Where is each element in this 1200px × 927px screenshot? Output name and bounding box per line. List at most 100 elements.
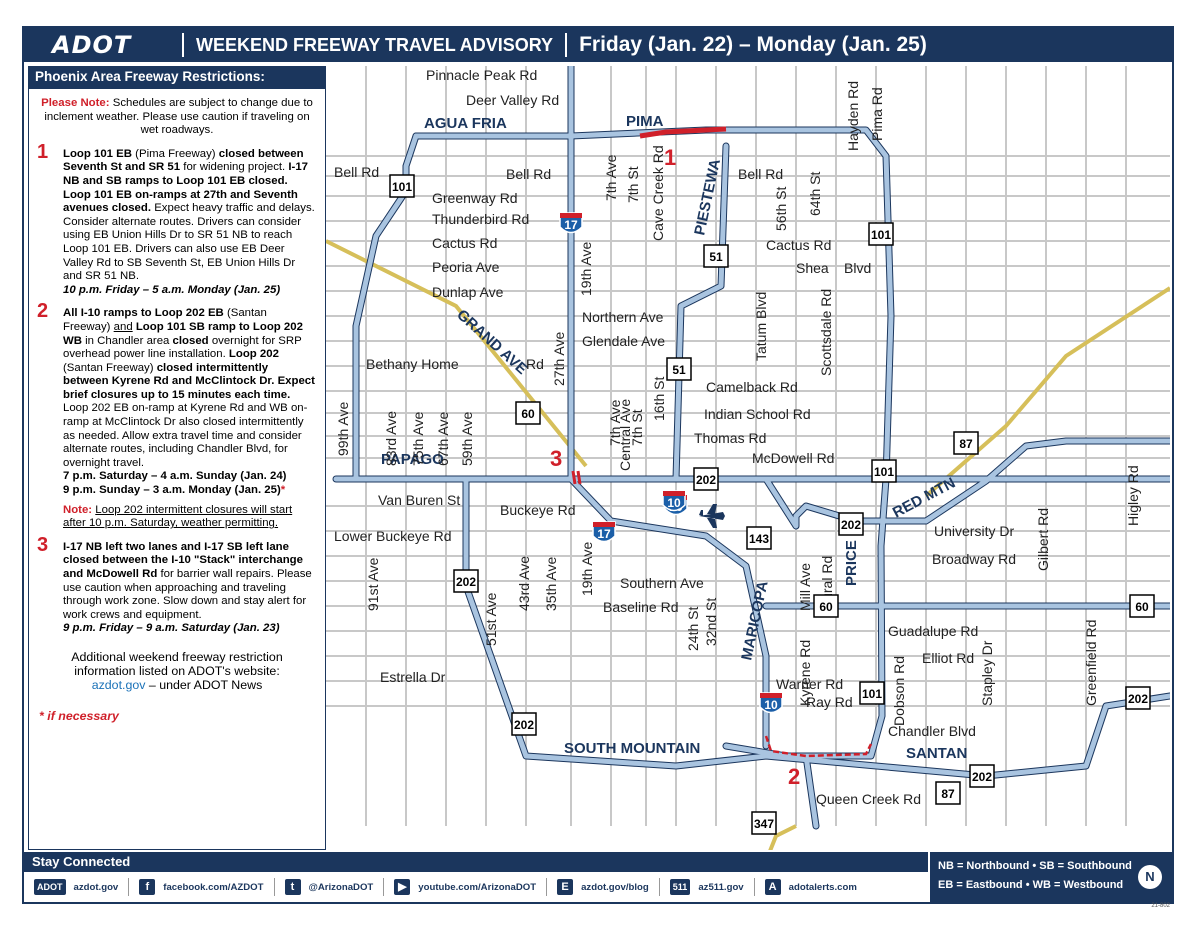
street-label: Cactus Rd xyxy=(432,235,497,251)
stay-connected-bar: Stay Connected xyxy=(24,852,928,872)
street-label: Tatum Blvd xyxy=(753,292,769,361)
item-number: 3 xyxy=(37,533,49,556)
schedule-note: Please Note: Schedules are subject to ch… xyxy=(41,97,313,137)
street-label: 99th Ave xyxy=(335,402,351,456)
header-separator xyxy=(182,33,184,57)
route-shield-icon: 60 xyxy=(813,594,839,618)
street-label: 16th St xyxy=(651,377,667,421)
item-number: 1 xyxy=(37,140,49,163)
street-label: Mill Ave xyxy=(797,563,813,611)
route-shield-icon: 202 xyxy=(1125,686,1151,710)
advisory-dates: Friday (Jan. 22) – Monday (Jan. 25) xyxy=(579,33,927,56)
street-label: Northern Ave xyxy=(582,309,664,325)
svg-text:60: 60 xyxy=(521,407,535,421)
street-label: University Dr xyxy=(934,523,1014,539)
route-shield-icon: 87 xyxy=(953,431,979,455)
route-shield-icon: 143 xyxy=(746,526,772,550)
route-shield-icon: 202 xyxy=(969,764,995,788)
freeway-label: PIMA xyxy=(626,113,664,130)
route-shield-icon: 202 xyxy=(511,712,537,736)
street-label: Van Buren St xyxy=(378,492,460,508)
street-label: Kyrene Rd xyxy=(797,640,813,706)
street-grid xyxy=(326,66,1170,826)
street-label: Baseline Rd xyxy=(603,599,679,615)
svg-text:87: 87 xyxy=(941,787,955,801)
freeway-label: SOUTH MOUNTAIN xyxy=(564,740,700,757)
street-label: Pima Rd xyxy=(869,87,885,141)
route-shield-icon: 101 xyxy=(868,222,894,246)
street-label: Deer Valley Rd xyxy=(466,92,559,108)
svg-text:60: 60 xyxy=(819,600,833,614)
street-label: Lower Buckeye Rd xyxy=(334,528,452,544)
street-label: Ray Rd xyxy=(806,694,853,710)
route-shield-icon: 60 xyxy=(515,401,541,425)
social-icon: ADOT xyxy=(34,879,66,895)
closure-2 xyxy=(764,735,873,758)
route-shield-icon: 51 xyxy=(703,244,729,268)
closure-markers: 123 xyxy=(550,145,800,789)
street-label: 64th St xyxy=(807,172,823,216)
svg-text:101: 101 xyxy=(871,228,891,242)
route-shield-icon: 202 xyxy=(693,467,719,491)
street-label: Glendale Ave xyxy=(582,333,665,349)
social-label: facebook.com/AZDOT xyxy=(163,881,264,893)
street-label: Estrella Dr xyxy=(380,669,446,685)
social-link[interactable]: ▶youtube.com/ArizonaDOT xyxy=(384,878,548,896)
svg-text:101: 101 xyxy=(392,180,412,194)
svg-text:143: 143 xyxy=(749,532,769,546)
social-icon: t xyxy=(284,879,301,895)
freeway-label: SANTAN xyxy=(906,745,967,762)
svg-text:51: 51 xyxy=(709,250,723,264)
social-link[interactable]: t@ArizonaDOT xyxy=(275,878,385,896)
street-label: 32nd St xyxy=(703,598,719,646)
street-label: Pinnacle Peak Rd xyxy=(426,67,537,83)
street-label: 19th Ave xyxy=(579,542,595,596)
restriction-item-3: 3 I-17 NB left two lanes and I-17 SB lef… xyxy=(29,533,325,636)
route-shield-icon: 17 xyxy=(592,521,616,543)
street-label: Cave Creek Rd xyxy=(650,145,666,241)
social-icon: ▶ xyxy=(394,879,411,895)
street-label: 19th Ave xyxy=(578,242,594,296)
header-separator xyxy=(565,33,568,57)
street-label: Cactus Rd xyxy=(766,237,831,253)
street-label: Bell Rd xyxy=(506,166,551,182)
panel-title: Phoenix Area Freeway Restrictions: xyxy=(29,67,325,89)
svg-text:202: 202 xyxy=(696,473,716,487)
item-time: 10 p.m. Friday – 5 a.m. Monday (Jan. 25) xyxy=(63,283,281,296)
street-label: 7th Ave xyxy=(603,154,619,201)
street-label: Greenfield Rd xyxy=(1083,620,1099,706)
freeway-label: GRAND AVE xyxy=(453,306,530,378)
closure-lines xyxy=(571,126,873,758)
street-label: McDowell Rd xyxy=(752,450,834,466)
svg-text:10: 10 xyxy=(667,496,681,510)
closure-3 xyxy=(571,470,582,485)
social-icon: A xyxy=(764,879,781,895)
street-label: Dunlap Ave xyxy=(432,284,504,300)
street-label: Bethany Home xyxy=(366,356,459,372)
street-label: Rd xyxy=(526,356,544,372)
east-rail xyxy=(924,286,1170,498)
social-link[interactable]: f facebook.com/AZDOT xyxy=(129,878,275,896)
route-shield-icon: 202 xyxy=(838,512,864,536)
advisory-title: WEEKEND FREEWAY TRAVEL ADVISORY xyxy=(196,34,554,55)
header-bar: ADOT WEEKEND FREEWAY TRAVEL ADVISORY Fri… xyxy=(24,28,1172,62)
street-label: Bell Rd xyxy=(738,166,783,182)
street-label: 7th Ave xyxy=(607,399,623,446)
social-icon: 511 xyxy=(669,879,691,895)
street-label: Thomas Rd xyxy=(694,430,766,446)
svg-text:202: 202 xyxy=(972,770,992,784)
social-icon: f xyxy=(139,879,156,895)
street-label: Camelback Rd xyxy=(706,379,798,395)
advisory-frame xyxy=(22,26,1174,904)
adot-logo: ADOT xyxy=(52,31,132,59)
street-label: 91st Ave xyxy=(365,557,381,611)
route-shield-icon: 17 xyxy=(559,212,583,234)
svg-text:17: 17 xyxy=(597,527,611,541)
azdot-link[interactable]: azdot.gov xyxy=(91,677,146,692)
